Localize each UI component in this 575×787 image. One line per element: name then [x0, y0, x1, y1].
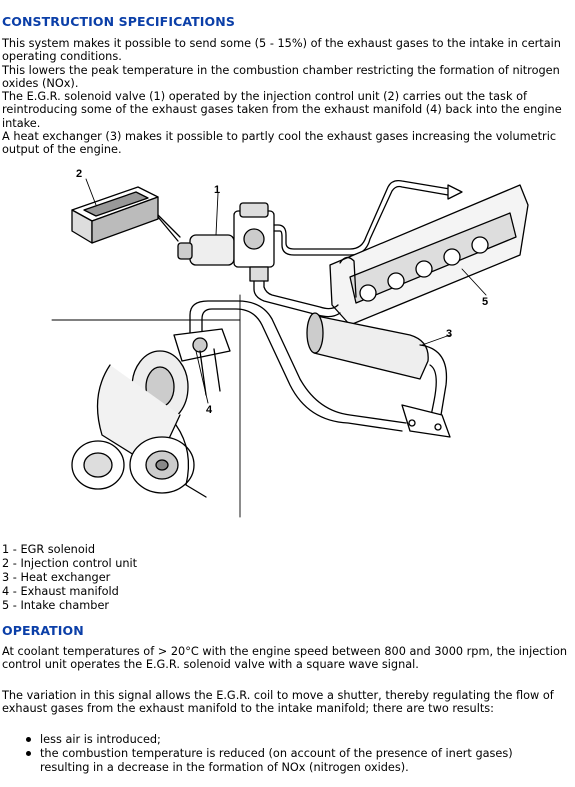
exhaust-manifold-drawing: [173, 328, 231, 396]
component-legend: 1 - EGR solenoid 2 - Injection control u…: [2, 543, 137, 613]
diagram-callout-5: 5: [482, 296, 488, 308]
diagram-callout-2: 2: [76, 168, 82, 180]
legend-item: 3 - Heat exchanger: [2, 571, 111, 584]
legend-item: 2 - Injection control unit: [2, 557, 138, 570]
egr-solenoid-valve-drawing: [177, 202, 275, 282]
diagram-callout-4: 4: [206, 404, 213, 416]
construction-paragraph-2: This lowers the peak temperature in the …: [2, 64, 560, 91]
construction-paragraph-4: A heat exchanger (3) makes it possible t…: [2, 130, 557, 157]
intake-chamber-drawing: [329, 184, 529, 326]
diagram-callout-3: 3: [446, 328, 452, 340]
operation-heading: OPERATION: [2, 623, 84, 638]
egr-system-diagram: 2 1 3 4 5: [50, 165, 530, 520]
operation-paragraph-1: At coolant temperatures of > 20°C with t…: [2, 645, 568, 672]
operation-results-list: less air is introduced; the combustion t…: [24, 733, 564, 775]
list-item: less air is introduced;: [24, 733, 564, 746]
legend-item: 5 - Intake chamber: [2, 599, 110, 612]
construction-paragraph-1: This system makes it possible to send so…: [2, 37, 561, 64]
list-item: the combustion temperature is reduced (o…: [24, 747, 564, 774]
construction-paragraph-3: The E.G.R. solenoid valve (1) operated b…: [2, 90, 562, 130]
legend-item: 1 - EGR solenoid: [2, 543, 96, 556]
operation-paragraph-2: The variation in this signal allows the …: [2, 689, 554, 716]
heat-exchanger-drawing: [306, 312, 451, 438]
turbocharger-drawing: [71, 350, 207, 498]
legend-item: 4 - Exhaust manifold: [2, 585, 119, 598]
diagram-callout-1: 1: [214, 184, 220, 196]
construction-heading: CONSTRUCTION SPECIFICATIONS: [2, 14, 235, 29]
injection-control-unit-drawing: [71, 186, 181, 244]
